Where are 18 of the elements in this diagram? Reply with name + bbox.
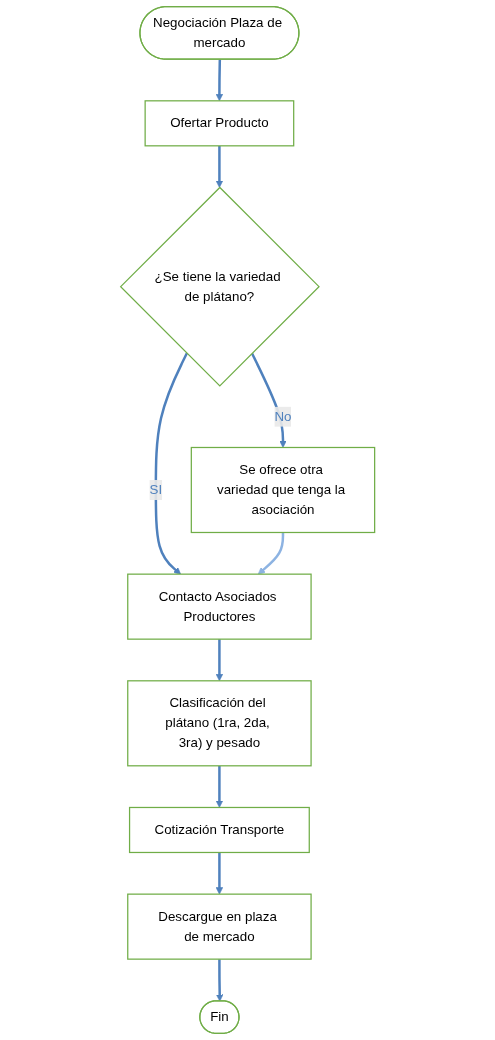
arrow xyxy=(257,532,285,575)
node-box: Clasificación del plátano (1ra, 2da, 3ra) y pesado xyxy=(126,680,312,767)
node-box: Ofertar Producto xyxy=(144,100,295,147)
edge-label: SI xyxy=(149,482,162,497)
arrow xyxy=(154,352,188,575)
arrow xyxy=(215,852,223,895)
arrow xyxy=(215,765,223,808)
node-box: Se ofrece otra variedad que tenga la asociación xyxy=(190,446,376,534)
edge-label: No xyxy=(274,409,292,424)
node-box: Contacto Asociados Productores xyxy=(126,573,312,640)
arrow xyxy=(215,145,223,188)
arrow xyxy=(215,639,223,682)
node-box: Cotización Transporte xyxy=(128,806,310,854)
arrow xyxy=(215,959,224,1002)
arrow xyxy=(250,352,287,448)
node-diamond: ¿Se tiene la variedad de plátano? xyxy=(119,186,320,387)
arrow xyxy=(215,59,223,102)
node-box: Descargue en plaza de mercado xyxy=(126,893,312,960)
